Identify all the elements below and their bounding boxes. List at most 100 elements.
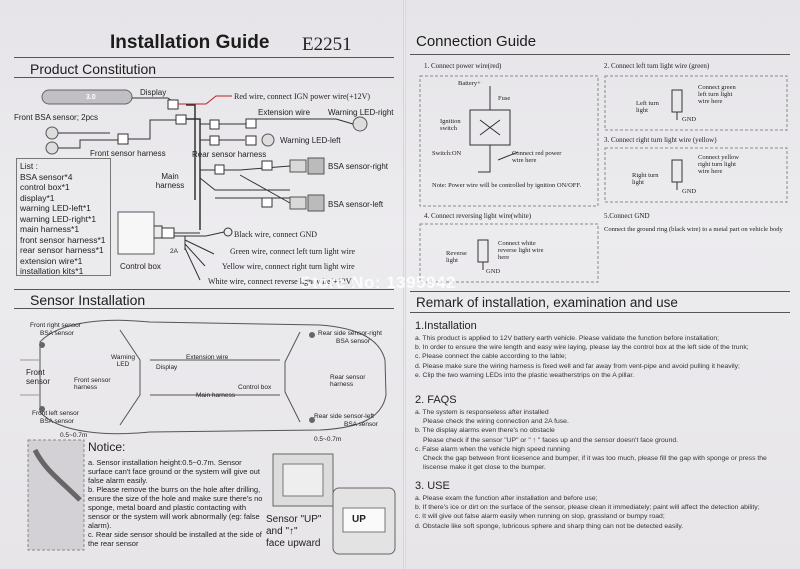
step-left-turn: 2. Connect left turn light wire (green) (604, 62, 710, 70)
connect-white-label: Connect white reverse light wire here (498, 240, 544, 261)
front-harness-label: Front sensor harness (90, 149, 166, 158)
rear-left-sensor-label: Rear side sensor-left (314, 413, 374, 420)
warning-led-label: Warning LED (111, 354, 135, 368)
connect-left-box (604, 75, 788, 131)
switch-on-label: Switch:ON (432, 150, 462, 157)
remark-line: Please check if the sensor "UP" or " ↑ "… (423, 436, 679, 444)
notice-line: b. Please remove the burrs on the hole a… (88, 485, 263, 530)
remark-line: a. The system is responseless after inst… (415, 409, 549, 416)
connect-green-label: Connect green left turn light wire here (698, 84, 736, 105)
connect-yellow-label: Connect yellow right turn light wire her… (698, 154, 739, 175)
step-gnd: 5.Connect GND (604, 212, 650, 220)
remark-rule-bottom (410, 312, 790, 313)
bsa-left-label: BSA sensor-left (328, 200, 384, 209)
manual-title: Installation Guide (110, 32, 270, 53)
connect-power-box (419, 75, 599, 207)
front-left-sensor-label: Front left sensor (32, 410, 79, 417)
remark-line: c. It will give out false alarm easily w… (415, 513, 665, 521)
notice-text: a. Sensor installation height:0.5~0.7m. … (88, 458, 268, 548)
sensor-up-line: and "↑" (266, 526, 298, 537)
bsa-sensor-label: BSA sensor (336, 338, 370, 345)
yellow-wire-label: Yellow wire, connect right turn light wi… (222, 262, 355, 271)
step-gnd-desc: Connect the ground ring (black wire) to … (604, 226, 783, 233)
title-rule (14, 57, 394, 58)
height-label: 0.5~0.7m (60, 432, 88, 439)
page-fold (403, 0, 406, 569)
gnd-label: GND (682, 116, 697, 123)
right-turn-light-label: Right turn light (632, 172, 659, 186)
use-text: a. Please exam the function after instal… (415, 494, 793, 531)
power-note: Note: Power wire will be controlled by i… (432, 182, 582, 189)
rear-right-sensor-label: Rear side sensor-right (318, 330, 382, 337)
remark-line: b. If there's ice or dirt on the surface… (415, 504, 760, 512)
remark-line: b. In order to ensure the wire length an… (415, 344, 749, 352)
product-rule (14, 77, 394, 78)
remark-line: b. The display alarms even there's no ob… (415, 427, 555, 435)
list-item: control box*1 (20, 182, 70, 192)
remark-line: Please check the wiring connection and 2… (423, 418, 569, 426)
front-harness-label-car: Front sensor harness (74, 377, 111, 391)
left-turn-light-label: Left turn light (636, 100, 659, 114)
fuse-label-right: Fuse (498, 95, 511, 102)
remark-line: c. Please connect the cable according to… (415, 353, 567, 361)
extension-wire-label-car: Extension wire (186, 354, 229, 361)
bsa-sensor-label: BSA sensor (40, 418, 74, 425)
installation-text: a. This product is applied to 12V batter… (415, 334, 793, 380)
sensor-up-caption: Sensor "UP" and "↑" face upward (266, 514, 321, 550)
bsa-sensor-label: BSA sensor (40, 330, 74, 337)
front-bsa-label: Front BSA sensor; 2pcs (14, 113, 99, 122)
list-item: BSA sensor*4 (20, 171, 73, 182)
bsa-sensor-label: BSA sensor (344, 421, 378, 428)
sensor-up-mark: UP (352, 514, 366, 525)
store-watermark: Store No: 1395942 (300, 273, 456, 292)
list-item: List : (20, 161, 38, 171)
connect-reverse-box (419, 223, 599, 283)
list-item: warning LED-right*1 (20, 213, 97, 224)
red-wire-label: Red wire, connect IGN power wire(+12V) (234, 92, 371, 101)
sensor-up-line: face upward (266, 538, 321, 549)
list-item: main harness*1 (20, 224, 80, 234)
fuse-label: 2A (170, 248, 178, 255)
bsa-right-label: BSA sensor-right (328, 162, 389, 171)
display-unit (41, 89, 133, 105)
display-label: Display (140, 88, 167, 97)
ignition-switch-label: Ignition switch (440, 118, 461, 132)
control-box-label-car: Control box (238, 384, 272, 391)
list-item: installation kits*1 (20, 266, 84, 276)
extension-wire-label: Extension wire (258, 108, 311, 117)
remark-line: a. This product is applied to 12V batter… (415, 335, 720, 342)
control-box-label: Control box (120, 262, 161, 271)
notice-line: c. Rear side sensor should be installed … (88, 530, 262, 548)
list-item: display*1 (20, 192, 55, 203)
faqs-heading: 2. FAQS (415, 394, 457, 406)
product-heading: Product Constitution (30, 61, 157, 77)
installation-heading: 1.Installation (415, 320, 477, 332)
white-wire-label: White wire, connect reverse light wire(+… (208, 277, 355, 286)
reverse-light-label: Reverse light (446, 250, 467, 264)
connection-heading: Connection Guide (416, 33, 537, 50)
step-reverse: 4. Connect reversing light wire(white) (424, 212, 532, 220)
front-sensor-label: Front sensor (26, 368, 51, 386)
height-label: 0.5~0.7m (314, 436, 342, 443)
car-top-view (20, 319, 387, 435)
use-heading: 3. USE (415, 480, 450, 492)
battery-label: Battery+ (458, 80, 481, 87)
list-item: front sensor harness*1 (20, 234, 106, 245)
list-item: rear sensor harness*1 (20, 245, 104, 255)
gnd-label: GND (682, 188, 697, 195)
connection-rule (410, 54, 790, 55)
remark-line: c. False alarm when the vehicle high spe… (415, 445, 570, 453)
remark-line: Check the gap between front licesence an… (423, 455, 767, 472)
main-harness-label: Main harness (155, 172, 185, 190)
remark-line: a. Please exam the function after instal… (415, 495, 598, 502)
sensor-rule-bottom (14, 308, 394, 309)
rear-harness-label: Rear sensor harness (192, 150, 267, 159)
green-wire-label: Green wire, connect left turn light wire (230, 247, 356, 256)
gnd-label: GND (486, 268, 501, 275)
model-number: E2251 (302, 34, 352, 55)
warning-right-label: Warning LED-right (328, 108, 394, 117)
black-wire-label: Black wire, connect GND (234, 230, 318, 239)
connect-red-label: Connect red power wire here (512, 150, 562, 164)
main-harness-label-car: Main harness (196, 392, 236, 399)
